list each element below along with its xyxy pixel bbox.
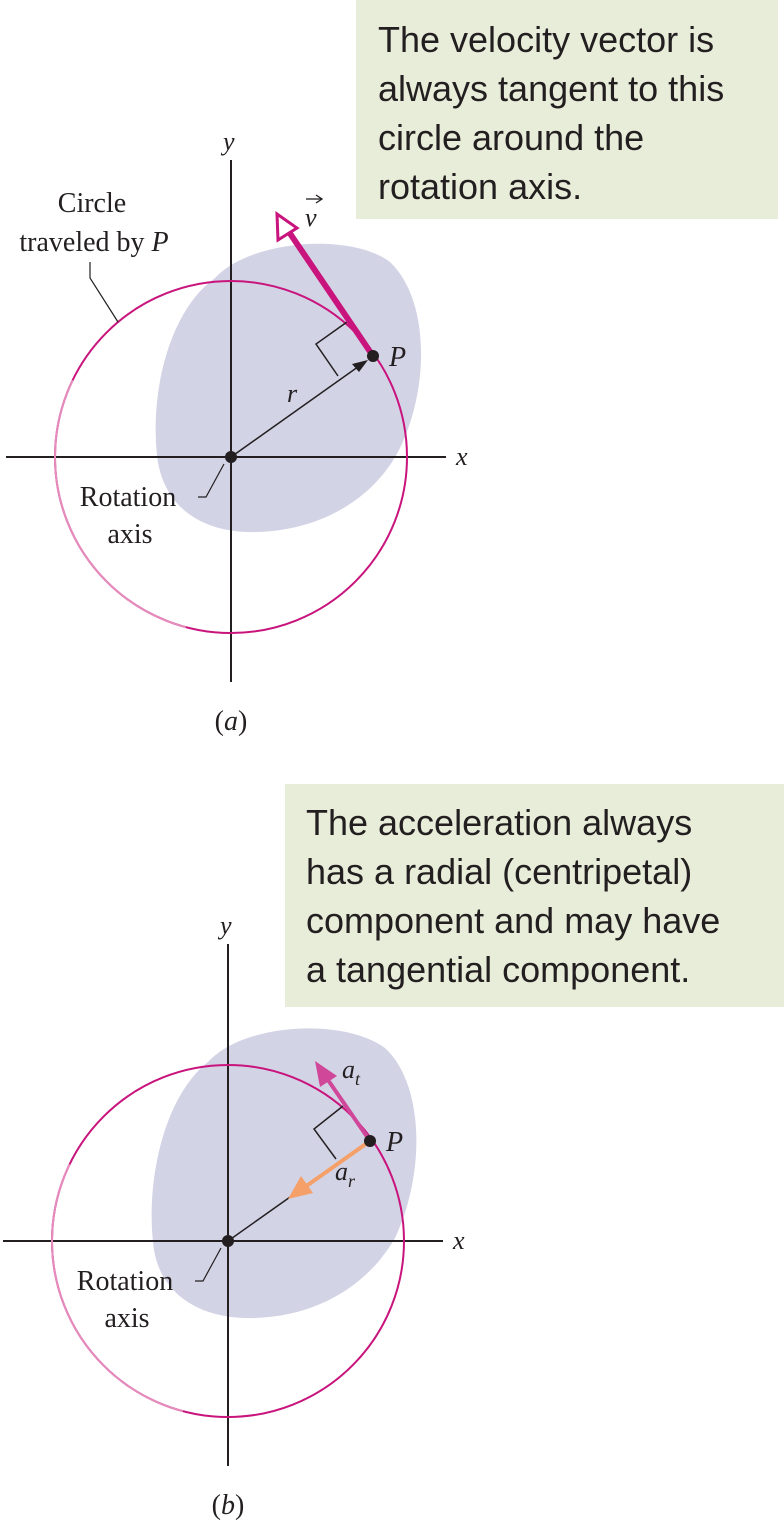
acceleration-callout: The acceleration always has a radial (ce…: [285, 784, 784, 1007]
right-angle-mark: [314, 321, 348, 377]
path-circle-overlap: [54, 280, 408, 634]
axis-label-leader: [195, 1247, 222, 1282]
circle-label-line1: Circle: [58, 188, 126, 219]
axis-label-leader: [198, 463, 225, 498]
x-axis-label: x: [455, 442, 468, 471]
caption-b: (b): [212, 1490, 245, 1521]
callout-line: The acceleration always: [306, 802, 693, 843]
radial-label: ar: [335, 1157, 356, 1191]
axis-label-line2: axis: [104, 1303, 149, 1334]
axis-label-line1: Rotation: [77, 1266, 173, 1297]
radius-label: r: [287, 379, 298, 408]
radius-line: [227, 1189, 301, 1242]
tangential-arrowhead: [315, 1061, 337, 1087]
x-axis-label: x: [452, 1226, 465, 1255]
radius-line: [230, 363, 363, 458]
axis-label-line1: Rotation: [80, 482, 176, 513]
callout-line: has a radial (centripetal): [306, 851, 693, 892]
right-angle-mark: [312, 1105, 344, 1160]
point-label: P: [385, 1127, 403, 1158]
caption-a: (a): [215, 706, 248, 737]
y-axis-label: y: [217, 911, 232, 940]
rotation-axis-dot: [225, 451, 237, 463]
vector-arrow-head: [315, 194, 324, 204]
callout-line: component and may have: [306, 900, 721, 941]
tangential-acceleration-vector: [326, 1078, 372, 1143]
callout-line: a tangential component.: [306, 949, 691, 990]
point-p: [367, 350, 379, 362]
tangential-label: at: [342, 1055, 361, 1089]
rigid-body-shape: [151, 1028, 417, 1319]
callout-line: rotation axis.: [378, 166, 583, 207]
circle-label-line2: traveled by P: [19, 227, 168, 258]
point-label: P: [388, 342, 406, 373]
velocity-arrowhead: [275, 211, 300, 243]
diagram-b: y x at ar P Rotation axis (b): [3, 911, 465, 1521]
callout-line: always tangent to this: [378, 68, 725, 109]
velocity-label: v: [305, 203, 317, 232]
point-p: [364, 1135, 376, 1147]
radial-acceleration-vector: [303, 1139, 372, 1189]
velocity-vector: [286, 230, 376, 358]
radial-arrowhead: [288, 1176, 313, 1199]
rigid-body-shape: [155, 243, 422, 533]
path-circle-overlap: [51, 1064, 405, 1418]
velocity-callout: The velocity vector is always tangent to…: [356, 0, 778, 219]
callout-line: circle around the: [378, 117, 645, 158]
callout-line: The velocity vector is: [378, 19, 715, 60]
radius-arrowhead: [352, 360, 368, 372]
rotation-axis-dot: [222, 1235, 234, 1247]
axis-label-line2: axis: [107, 519, 152, 550]
diagram-a: y x Circle traveled by P v P r Rotation …: [6, 127, 468, 737]
circle-label-leader: [89, 262, 119, 323]
y-axis-label: y: [220, 127, 235, 156]
